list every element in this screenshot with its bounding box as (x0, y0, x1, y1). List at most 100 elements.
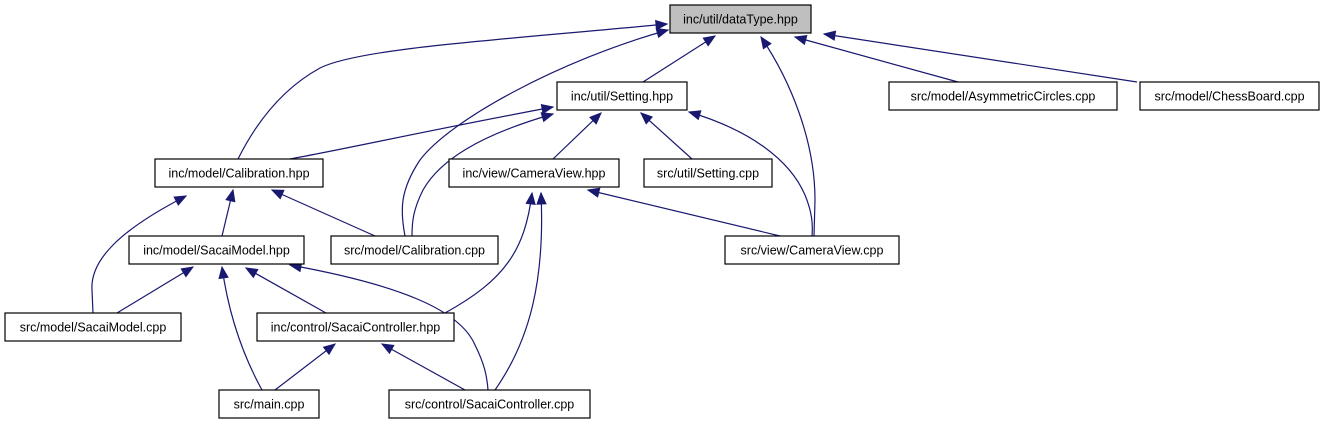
node-box (4, 312, 182, 342)
edge-chess-to-datatype (822, 30, 1138, 83)
arrowhead-icon (244, 267, 259, 279)
arrowhead-icon (687, 110, 702, 121)
node-label: src/util/Setting.cpp (657, 167, 759, 181)
edge-line (245, 267, 327, 314)
node-label: inc/control/SacaiController.hpp (271, 321, 441, 335)
edge-line (289, 106, 554, 160)
arrowhead-icon (589, 112, 602, 125)
arrowhead-icon (322, 343, 337, 356)
node-cameraview_hpp[interactable]: inc/view/CameraView.hpp (448, 158, 620, 188)
edge-line (823, 33, 1138, 83)
node-box (330, 235, 499, 265)
node-cameraview_cpp[interactable]: src/view/CameraView.cpp (724, 235, 900, 265)
node-chess[interactable]: src/model/ChessBoard.cpp (1139, 81, 1320, 111)
node-calib_hpp[interactable]: inc/model/Calibration.hpp (154, 158, 324, 188)
edge-sacaimodel_hpp-to-calib_hpp (221, 188, 236, 237)
edge-line (642, 35, 716, 83)
edge-cameraview_hpp-to-setting_hpp (552, 112, 602, 160)
edge-sacaimodel_cpp-to-calib_hpp (91, 195, 188, 314)
node-label: src/model/SacaiModel.cpp (20, 321, 167, 335)
edge-calib_hpp-to-setting_hpp (289, 103, 555, 160)
arrowhead-icon (380, 343, 395, 355)
edge-calib_hpp-to-datatype (237, 19, 669, 160)
edge-line (444, 192, 533, 314)
node-label: src/view/CameraView.cpp (741, 244, 884, 258)
node-label: src/control/SacaiController.cpp (405, 398, 575, 412)
node-datatype[interactable]: inc/util/dataType.hpp (669, 4, 812, 34)
arrowhead-icon (540, 112, 555, 123)
node-sacaimodel_cpp[interactable]: src/model/SacaiModel.cpp (4, 312, 182, 342)
edge-line (116, 266, 194, 314)
node-box (154, 158, 324, 188)
edge-line (237, 23, 668, 160)
node-box (888, 81, 1118, 111)
arrowhead-icon (586, 187, 601, 198)
edge-calib_cpp-to-datatype (401, 28, 670, 237)
node-box (669, 4, 812, 34)
arrowhead-icon (173, 195, 188, 206)
node-label: inc/util/dataType.hpp (683, 13, 798, 27)
edge-calib_cpp-to-calib_hpp (270, 189, 376, 237)
node-box (256, 312, 455, 342)
edge-line (494, 192, 543, 391)
arrowhead-icon (540, 103, 555, 115)
node-box (556, 81, 688, 111)
arrowhead-icon (822, 30, 837, 41)
arrowhead-icon (793, 35, 808, 46)
edge-line (221, 266, 263, 391)
node-label: src/model/AsymmetricCircles.cpp (911, 90, 1096, 104)
edge-controller_cpp-to-cameraview_hpp (494, 191, 547, 391)
arrowhead-icon (702, 35, 717, 47)
node-box (724, 235, 900, 265)
node-controller_hpp[interactable]: inc/control/SacaiController.hpp (256, 312, 455, 342)
edge-line (289, 264, 489, 391)
edge-cameraview_cpp-to-setting_hpp (687, 110, 813, 237)
edge-sacaimodel_cpp-to-sacaimodel_hpp (116, 266, 195, 314)
node-label: src/model/Calibration.cpp (344, 244, 485, 258)
node-sacaimodel_hpp[interactable]: inc/model/SacaiModel.hpp (128, 235, 305, 265)
node-calib_cpp[interactable]: src/model/Calibration.cpp (330, 235, 499, 265)
edge-main_cpp-to-sacaimodel_hpp (218, 265, 263, 391)
arrowhead-icon (180, 266, 195, 278)
arrowhead-icon (218, 265, 229, 280)
edge-controller_hpp-to-sacaimodel_hpp (244, 267, 327, 314)
node-label: inc/model/Calibration.hpp (168, 167, 309, 181)
arrowhead-icon (640, 112, 654, 125)
edge-line (91, 195, 187, 314)
arrowhead-icon (225, 188, 236, 203)
node-main_cpp[interactable]: src/main.cpp (218, 389, 320, 419)
edges-layer (91, 19, 1138, 391)
arrowhead-icon (655, 19, 669, 31)
arrowhead-icon (655, 28, 670, 39)
node-box (128, 235, 305, 265)
node-box (388, 389, 591, 419)
edge-line (274, 343, 336, 391)
edge-line (271, 189, 376, 237)
edge-main_cpp-to-controller_hpp (274, 343, 337, 391)
edge-line (794, 36, 959, 83)
edge-controller_cpp-to-controller_hpp (380, 343, 466, 391)
nodes-layer: inc/util/dataType.hpp inc/util/Setting.hp… (4, 4, 1320, 419)
edge-cameraview_cpp-to-cameraview_hpp (586, 187, 781, 237)
edge-line (587, 189, 781, 237)
node-box (1139, 81, 1320, 111)
node-setting_cpp[interactable]: src/util/Setting.cpp (643, 158, 773, 188)
edge-setting_cpp-to-setting_hpp (640, 112, 693, 160)
arrowhead-icon (270, 189, 285, 200)
edge-asym-to-datatype (793, 35, 959, 83)
edge-line (381, 343, 466, 391)
edge-controller_hpp-to-cameraview_hpp (444, 191, 536, 314)
node-label: src/main.cpp (234, 398, 305, 412)
edge-line (760, 36, 816, 237)
node-controller_cpp[interactable]: src/control/SacaiController.cpp (388, 389, 591, 419)
arrowhead-icon (525, 191, 536, 206)
node-label: inc/view/CameraView.hpp (463, 167, 606, 181)
arrowhead-icon (760, 35, 772, 50)
node-asym[interactable]: src/model/AsymmetricCircles.cpp (888, 81, 1118, 111)
node-label: src/model/ChessBoard.cpp (1154, 90, 1304, 104)
node-setting_hpp[interactable]: inc/util/Setting.hpp (556, 81, 688, 111)
edge-calib_cpp-to-setting_hpp (411, 112, 555, 237)
edge-line (411, 113, 554, 237)
node-label: inc/model/SacaiModel.hpp (143, 244, 290, 258)
